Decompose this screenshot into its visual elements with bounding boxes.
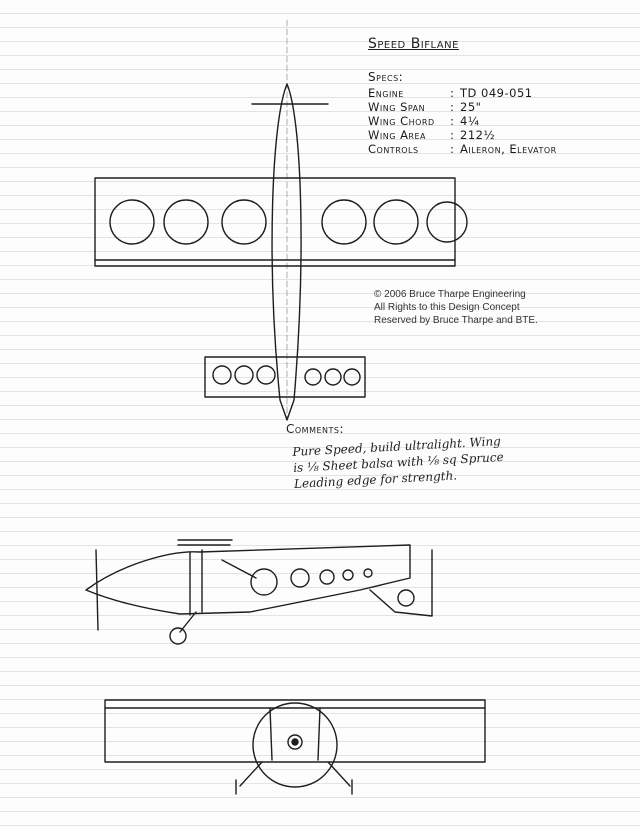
copyright-notice: © 2006 Bruce Tharpe Engineering All Righ…: [374, 288, 538, 327]
copyright-line: All Rights to this Design Concept: [374, 302, 520, 313]
top-view-fuselage: [271, 83, 302, 421]
spec-label: Wing Span: [368, 100, 426, 114]
spec-value: 4¼: [460, 114, 480, 128]
spec-label: Engine: [368, 86, 404, 100]
front-view: [104, 699, 486, 795]
spec-value: Aileron, Elevator: [460, 142, 557, 156]
spec-label: Wing Area: [368, 128, 427, 142]
comments-heading: Comments:: [286, 422, 345, 436]
top-view-tail: [204, 356, 366, 398]
spec-label: Wing Chord: [368, 114, 435, 128]
specs-heading: Specs:: [368, 70, 404, 84]
spec-value: TD 049-051: [460, 86, 533, 100]
side-view: [85, 539, 433, 645]
spec-value: 25": [460, 100, 482, 114]
drawing-title: Speed Biflane: [368, 36, 459, 52]
copyright-line: Reserved by Bruce Tharpe and BTE.: [374, 315, 538, 326]
spec-label: Controls: [368, 142, 419, 156]
spec-value: 212½: [460, 128, 496, 142]
copyright-line: © 2006 Bruce Tharpe Engineering: [374, 289, 526, 300]
top-view-main-wing: [94, 177, 468, 267]
